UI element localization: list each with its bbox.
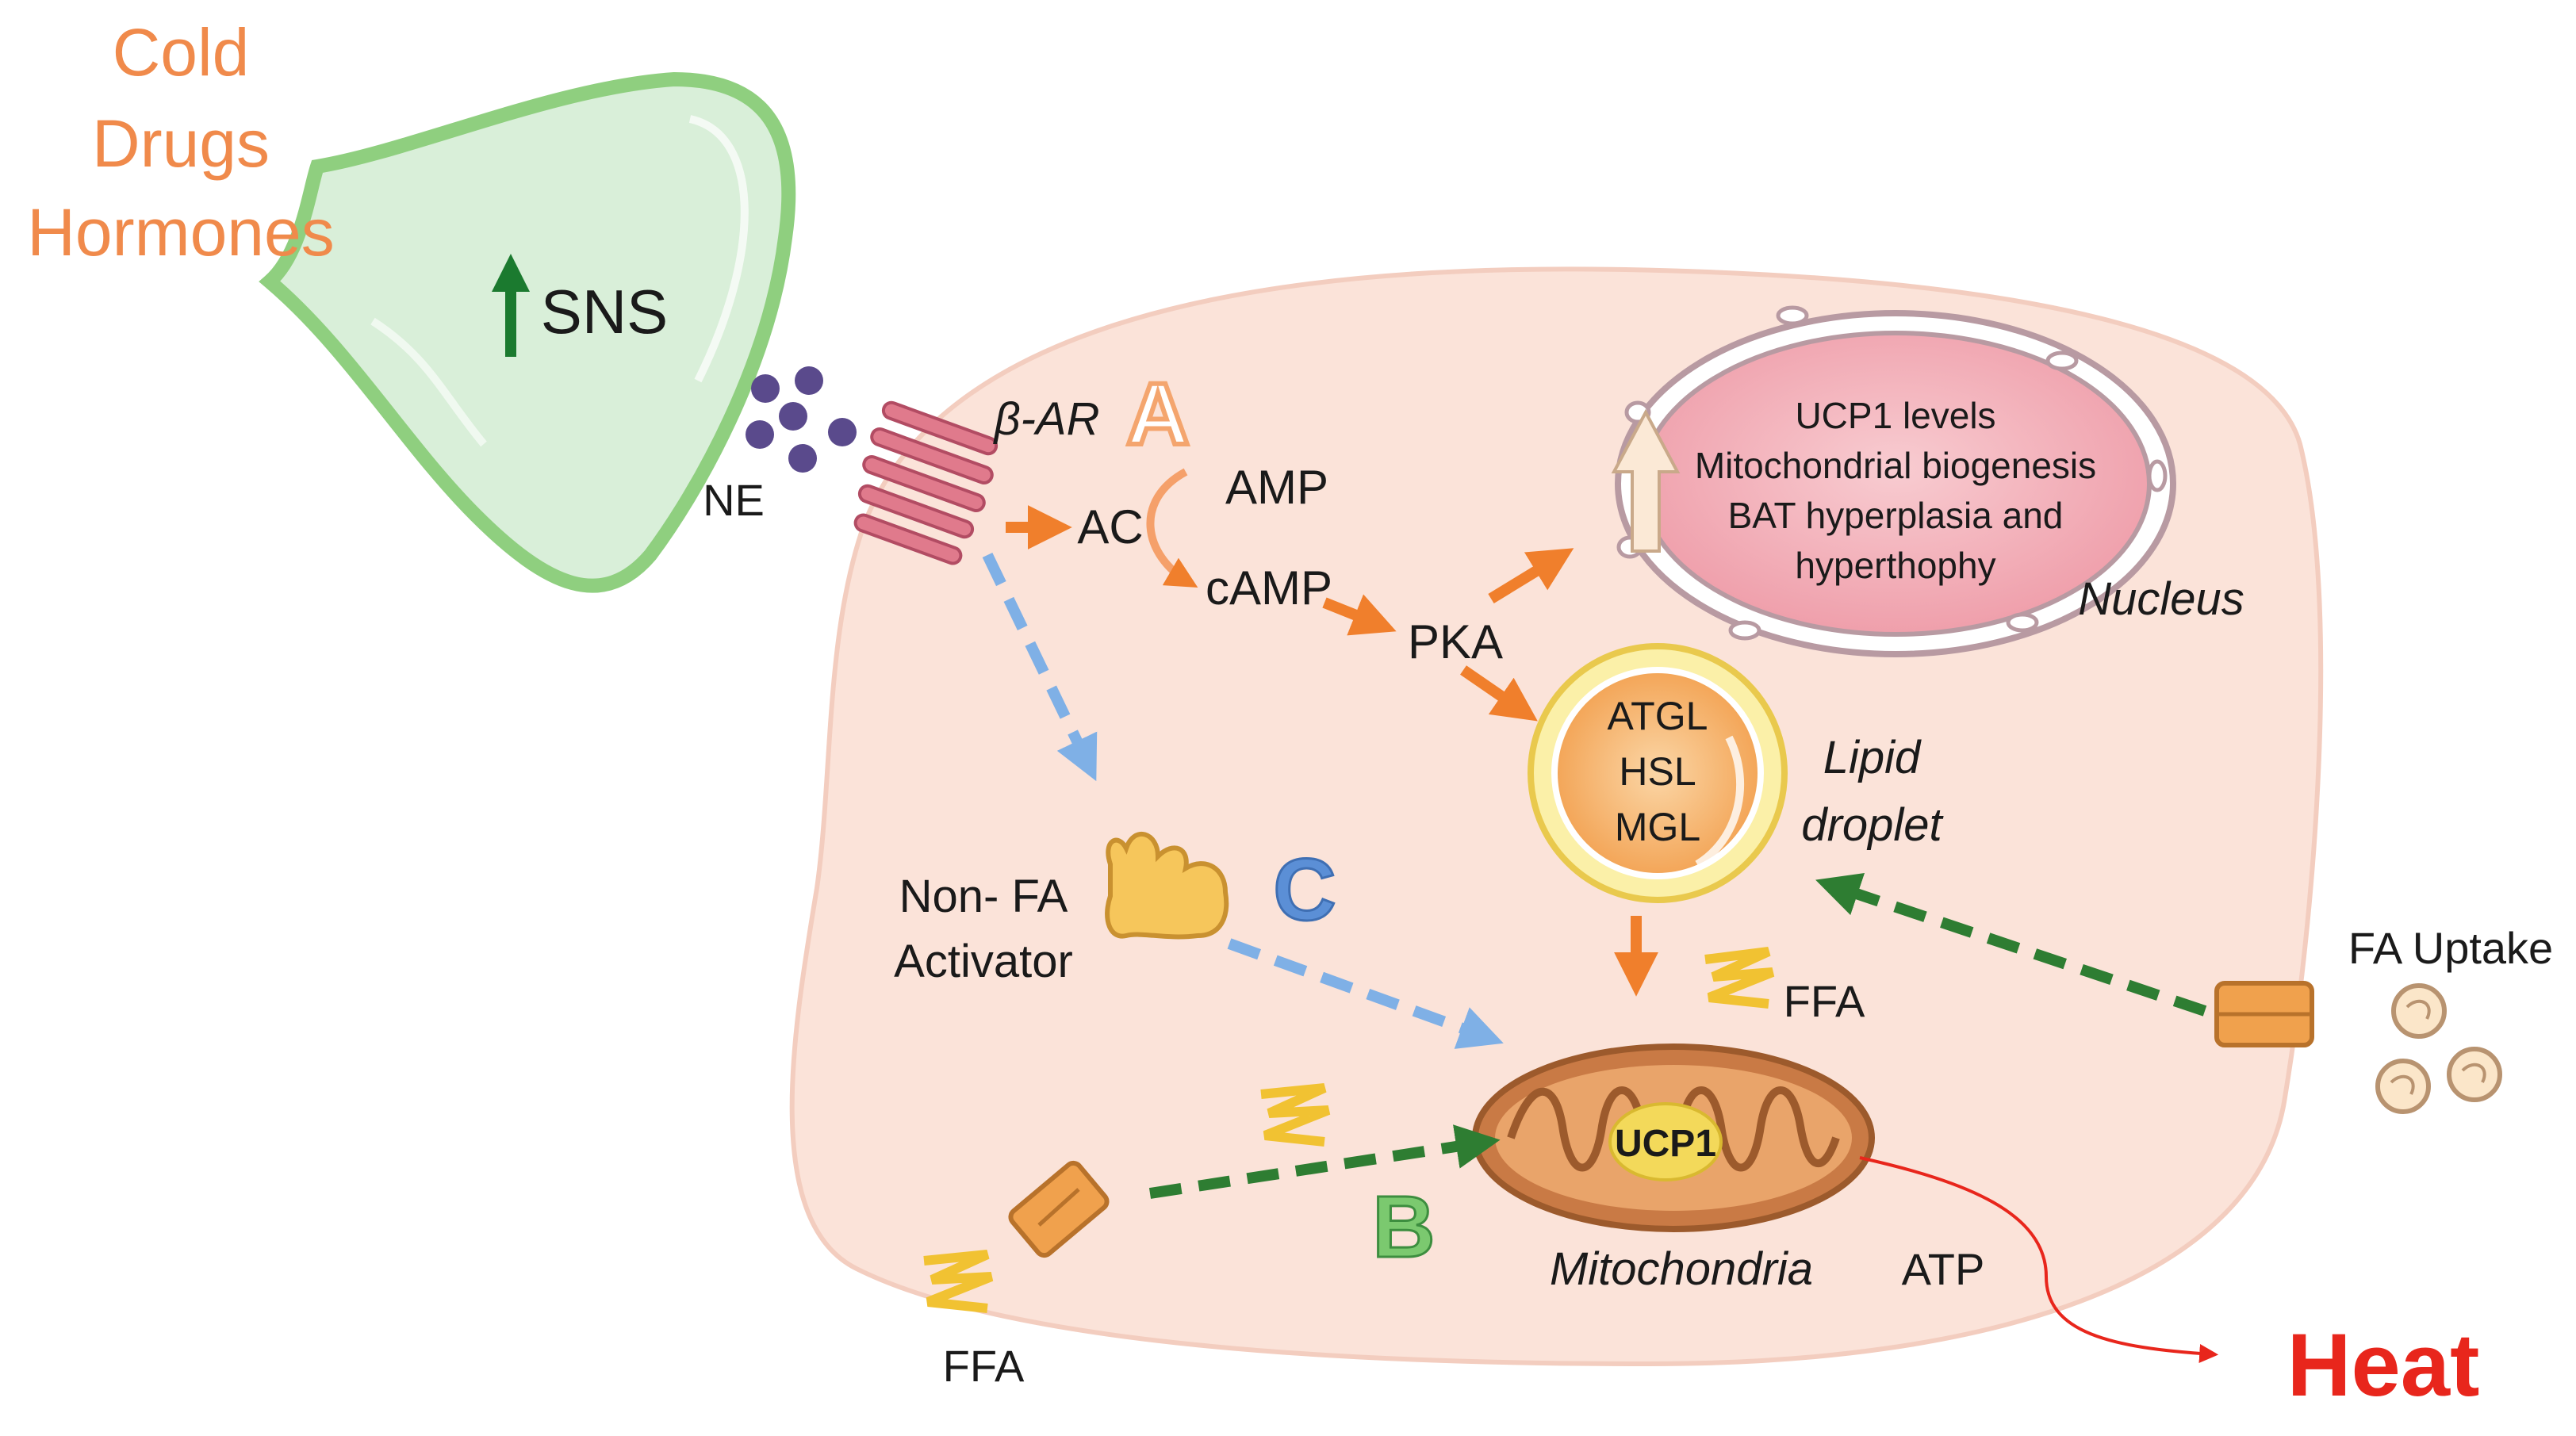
nucleus-line-1: UCP1 levels <box>1795 395 1995 436</box>
nucleus-label: Nucleus <box>2078 573 2244 625</box>
letter-a: A <box>1126 366 1189 463</box>
fa-uptake-transporter <box>2214 981 2314 1047</box>
ffa-outer-icon <box>923 1250 994 1313</box>
arrow-ffa-to-mito <box>1148 1124 1501 1199</box>
stimulus-hormones: Hormones <box>27 195 334 270</box>
fa-uptake-label: FA Uptake <box>2348 923 2553 973</box>
stimulus-cold: Cold <box>113 15 250 90</box>
ffa-outer-label: FFA <box>943 1341 1025 1391</box>
amp-label: AMP <box>1225 461 1328 514</box>
enzyme-atgl: ATGL <box>1608 694 1708 738</box>
ffa-mid-icon <box>1260 1083 1331 1147</box>
camp-label: cAMP <box>1206 561 1332 615</box>
non-fa-label-1: Non- FA <box>899 871 1068 922</box>
enzyme-mgl: MGL <box>1615 805 1700 849</box>
arrow-camp-to-pka <box>1322 594 1397 636</box>
mitochondria-label: Mitochondria <box>1550 1243 1813 1295</box>
beta-ar-receptor-icon <box>853 400 999 565</box>
ffa-inner-label: FFA <box>1784 976 1865 1026</box>
ucp1-label: UCP1 <box>1615 1123 1716 1165</box>
sns-label: SNS <box>541 277 668 347</box>
beta-ar-label: β-AR <box>992 393 1099 445</box>
amp-camp-curve <box>1146 468 1198 588</box>
lipoprotein-particles-icon <box>2375 983 2502 1114</box>
pka-label: PKA <box>1408 615 1503 668</box>
ne-molecules-icon <box>746 366 857 473</box>
nucleus-line-2: Mitochondrial biogenesis <box>1695 445 2096 486</box>
heat-label: Heat <box>2287 1315 2480 1415</box>
sns-neuron <box>259 71 796 593</box>
nucleus-line-3: BAT hyperplasia and <box>1728 495 2064 536</box>
enzyme-hsl: HSL <box>1619 749 1696 794</box>
letter-c: C <box>1273 841 1336 939</box>
lipid-droplet <box>1528 643 1788 903</box>
arrow-uptake-to-lipid <box>1815 872 2207 1017</box>
non-fa-label-2: Activator <box>894 936 1073 987</box>
arrow-pka-to-lipid <box>1460 665 1538 722</box>
heat-arrow <box>1859 1156 2219 1363</box>
fatty-acid-transporter-bottom <box>1008 1160 1110 1258</box>
lipid-label-2: droplet <box>1801 799 1944 851</box>
ac-label: AC <box>1077 500 1143 553</box>
atp-label: ATP <box>1902 1244 1985 1294</box>
letter-b: B <box>1372 1178 1435 1276</box>
lipid-label-1: Lipid <box>1823 732 1922 783</box>
nucleus <box>1615 305 2176 657</box>
ucp1-protein <box>1608 1102 1723 1181</box>
ne-label: NE <box>703 475 765 525</box>
nucleus-line-4: hyperthophy <box>1795 545 1995 586</box>
stimulus-drugs: Drugs <box>92 106 270 181</box>
up-arrow-icon <box>492 254 530 357</box>
arrow-receptor-to-nonfa <box>982 552 1098 782</box>
increase-arrow-icon <box>1611 408 1681 553</box>
arrow-pka-to-nucleus <box>1488 548 1574 603</box>
ffa-inner-icon <box>1704 947 1775 1009</box>
non-fa-activator-icon <box>1105 831 1229 940</box>
